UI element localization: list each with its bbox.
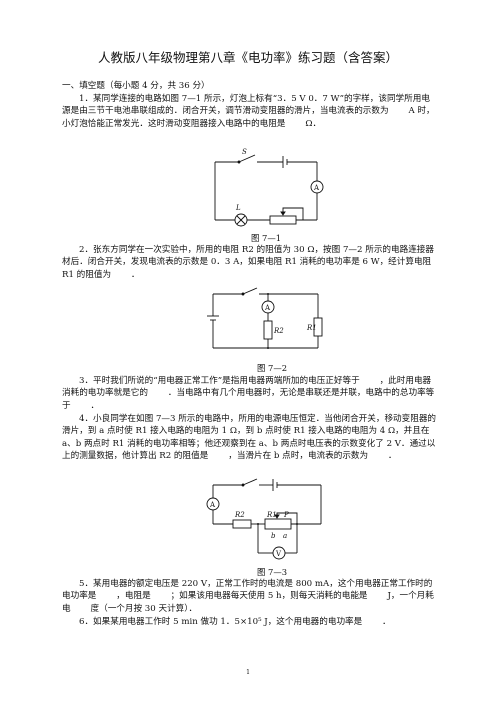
figure-7-2-circuit: A R2 R1 xyxy=(207,287,323,349)
resistor-r2 xyxy=(232,519,252,529)
section-heading: 一、填空题（每小题 4 分，共 36 分） xyxy=(62,81,210,91)
question-1: 1．某同学连接的电路如图 7—1 所示，灯泡上标有“3．5 V 0．7 W”的字… xyxy=(62,94,435,129)
figure-7-3-circuit: A R2 R1 P b a V xyxy=(206,478,322,560)
switch xyxy=(242,287,258,295)
label-a-point: a xyxy=(283,532,287,540)
figure-7-1-circuit: S A L xyxy=(214,148,324,227)
label-r2: R2 xyxy=(234,511,245,519)
rheostat xyxy=(269,215,297,225)
label-v: V xyxy=(275,550,282,558)
resistor-r2 xyxy=(263,320,273,340)
page-title: 人教版八年级物理第八章《电功率》练习题（含答案） xyxy=(97,50,398,65)
figure-7-2-caption: 图 7—2 xyxy=(257,363,288,373)
label-a: A xyxy=(264,304,271,312)
page-number: 1 xyxy=(246,669,250,676)
switch xyxy=(242,478,258,486)
rheostat-r1 xyxy=(264,518,292,530)
question-6: 6．如果某用电器工作时 5 min 做功 1．5×10⁵ J，这个用电器的电功率… xyxy=(79,617,391,627)
question-3: 3．平时我们所说的“用电器正常工作”是指用电器两端所加的电压正好等于 ，此时用电… xyxy=(62,376,435,411)
label-p: P xyxy=(283,511,289,519)
question-4: 4．小良同学在如图 7—3 所示的电路中，所用的电源电压恒定．当他闭合开关，移动… xyxy=(62,414,437,462)
label-r1: R1 xyxy=(306,324,317,332)
label-b: b xyxy=(271,532,276,540)
question-5: 5．某用电器的额定电压是 220 V，正常工作时的电流是 800 mA，这个用电… xyxy=(62,579,434,614)
figure-7-3-caption: 图 7—3 xyxy=(257,567,288,577)
label-a: A xyxy=(313,184,320,192)
label-l: L xyxy=(235,204,241,212)
switch-s xyxy=(238,154,256,163)
label-a: A xyxy=(209,501,216,509)
label-r2: R2 xyxy=(273,327,284,335)
figure-7-1-caption: 图 7—1 xyxy=(251,233,282,243)
label-s: S xyxy=(242,148,247,156)
question-2: 2．张东方同学在一次实验中，所用的电阻 R2 的阻值为 30 Ω，按图 7—2 … xyxy=(62,245,434,280)
label-r1: R1 xyxy=(266,511,277,519)
